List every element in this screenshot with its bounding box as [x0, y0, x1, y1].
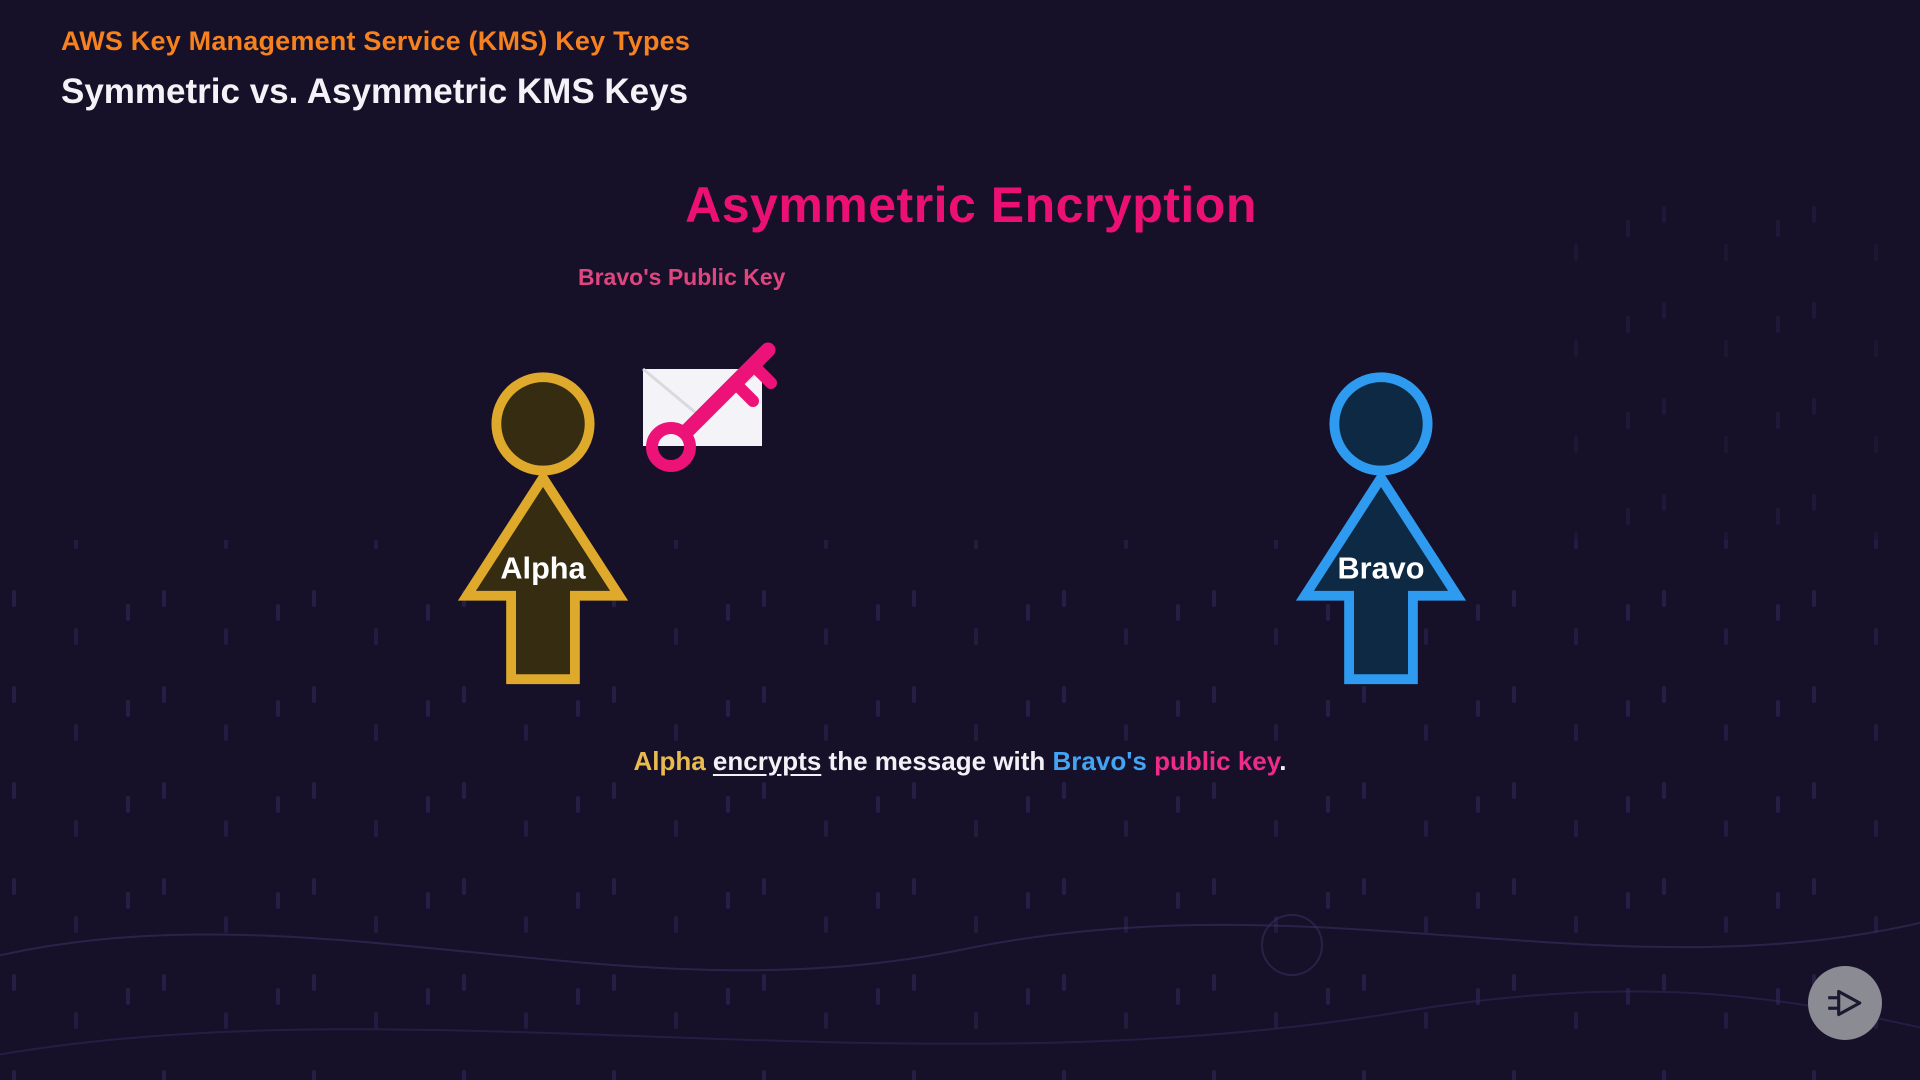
- play-logo-icon: [1808, 966, 1882, 1040]
- bravo-name-label: Bravo: [1338, 551, 1425, 586]
- bravo-head: [1329, 372, 1433, 476]
- caption-alpha: Alpha: [633, 746, 713, 776]
- encrypted-message: [642, 342, 777, 472]
- section-heading: Asymmetric Encryption: [685, 177, 1257, 233]
- key-icon: [646, 342, 777, 472]
- slide-title: Symmetric vs. Asymmetric KMS Keys: [61, 72, 689, 111]
- alpha-body: [457, 468, 629, 685]
- public-key-label: Bravo's Public Key: [578, 264, 786, 290]
- alpha-figure: Alpha: [457, 372, 629, 685]
- course-kicker: AWS Key Management Service (KMS) Key Typ…: [61, 26, 691, 56]
- caption-middle: the message with: [821, 746, 1053, 776]
- caption-encrypts: encrypts: [712, 746, 822, 776]
- caption-period: .: [1279, 746, 1287, 776]
- caption-bravo: Bravo's: [1052, 746, 1155, 776]
- play-triangle-icon: [1828, 989, 1862, 1017]
- caption-public-key: public key: [1154, 746, 1280, 776]
- alpha-name-label: Alpha: [500, 551, 586, 586]
- alpha-head: [491, 372, 595, 476]
- bravo-body: [1295, 468, 1467, 685]
- caption: Alpha encrypts the message with Bravo's …: [0, 746, 1920, 777]
- bravo-figure: Bravo: [1295, 372, 1467, 685]
